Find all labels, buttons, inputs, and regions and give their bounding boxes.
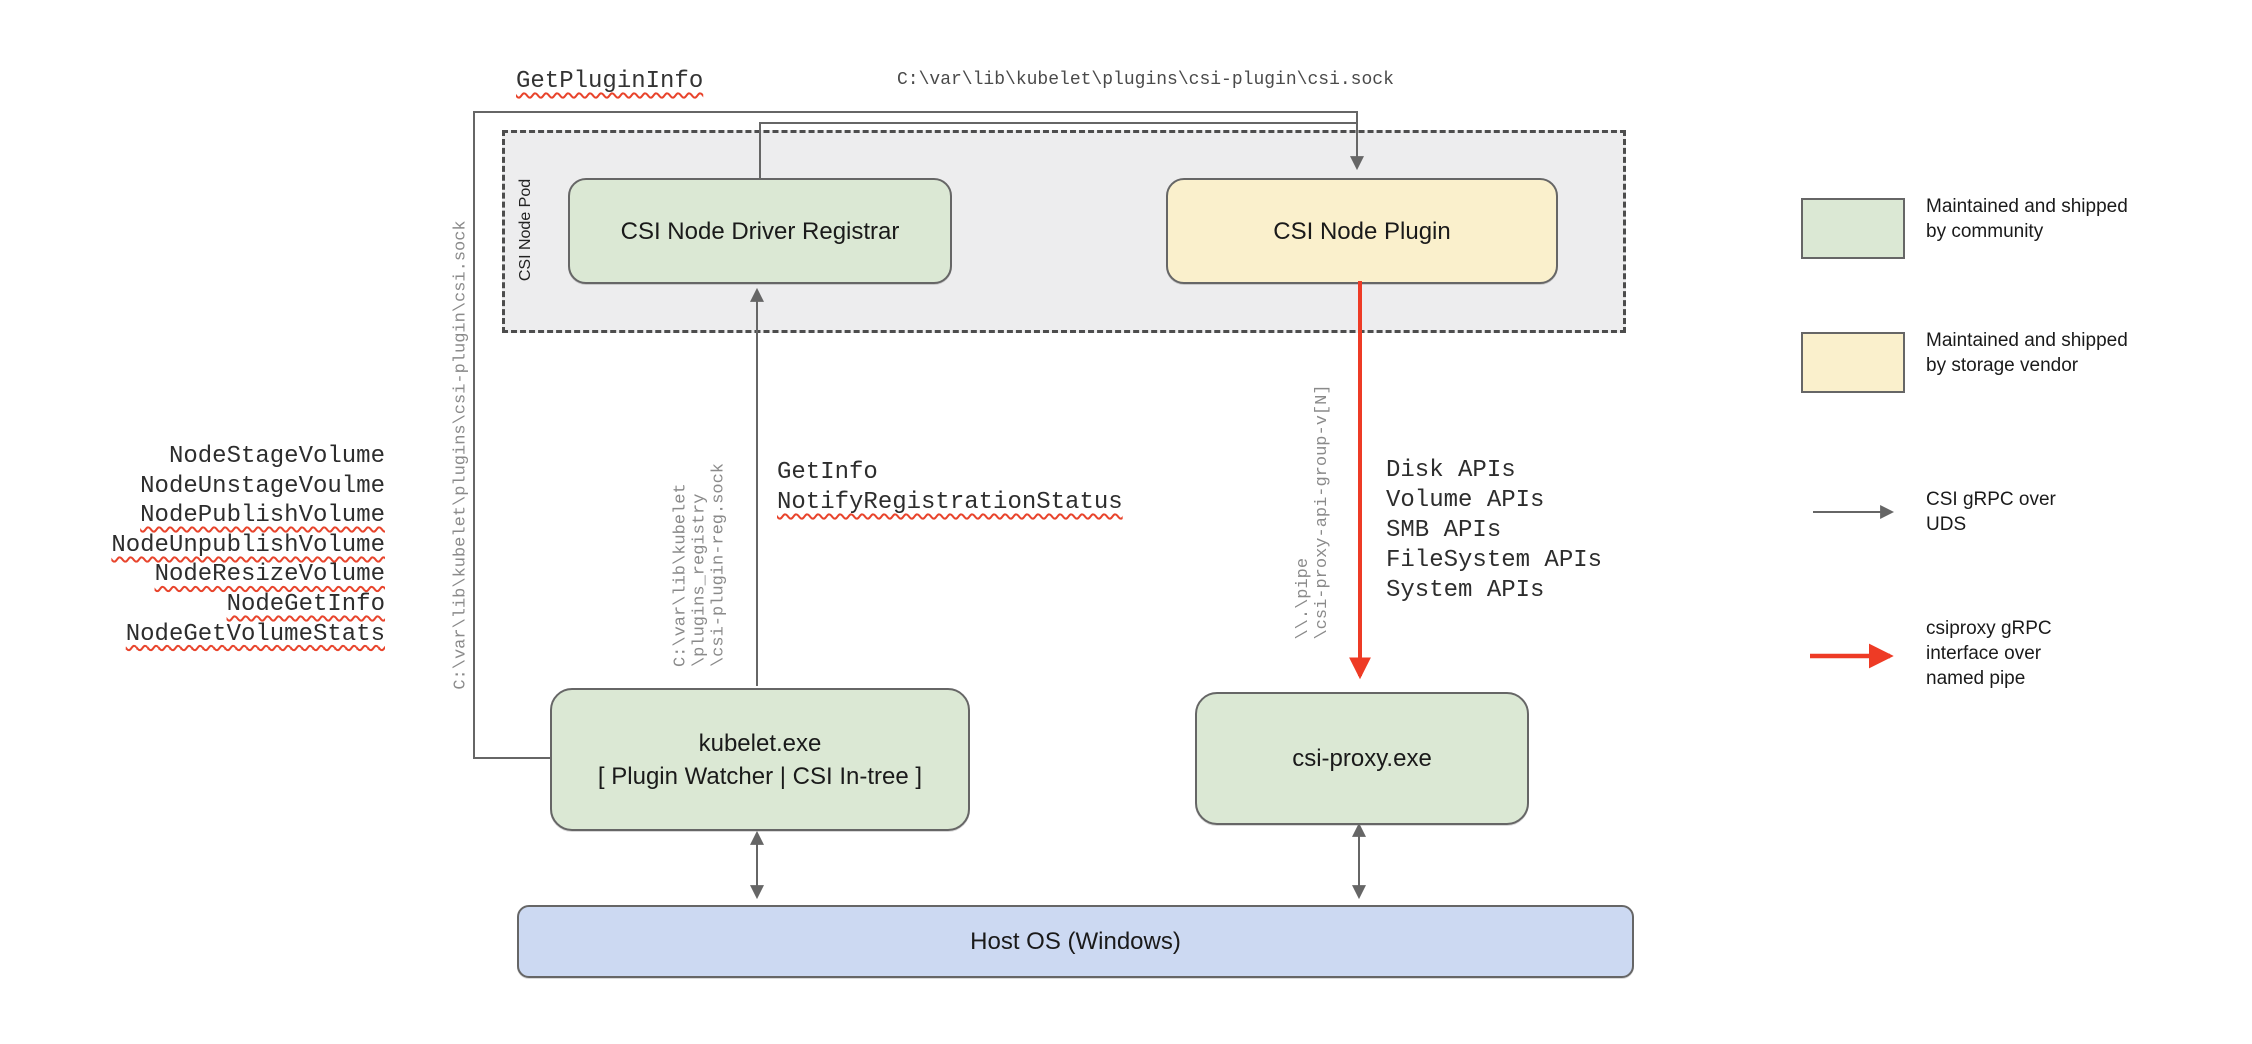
left-csi-sock-path-vertical-label: C:\var\lib\kubelet\plugins\csi-plugin\cs… bbox=[451, 220, 471, 690]
method-node-unpublish-volume: NodeUnpublishVolume bbox=[111, 531, 385, 559]
api-disk: Disk APIs bbox=[1386, 457, 1516, 484]
csi-node-driver-registrar-label: CSI Node Driver Registrar bbox=[620, 217, 900, 245]
csi-node-driver-registrar-box: CSI Node Driver Registrar bbox=[568, 178, 952, 284]
legend-community-swatch bbox=[1801, 198, 1905, 259]
plugin-registry-sock-vertical-label: C:\var\lib\kubelet \plugins_registry \cs… bbox=[671, 462, 729, 668]
api-filesystem: FileSystem APIs bbox=[1386, 547, 1603, 574]
kubelet-label-line2: [ Plugin Watcher | CSI In-tree ] bbox=[597, 762, 923, 790]
get-info-label: GetInfo bbox=[777, 459, 878, 486]
csi-proxy-label: csi-proxy.exe bbox=[1292, 745, 1432, 772]
api-volume: Volume APIs bbox=[1386, 487, 1545, 514]
kubelet-box: kubelet.exe [ Plugin Watcher | CSI In-tr… bbox=[550, 688, 970, 831]
connector-registrar-to-plugin bbox=[759, 122, 1356, 179]
method-node-unstage-volume: NodeUnstageVoulme bbox=[140, 472, 385, 500]
host-os-box: Host OS (Windows) bbox=[517, 905, 1634, 978]
legend-community-label: Maintained and shipped by community bbox=[1926, 196, 2128, 242]
notify-registration-status-label: NotifyRegistrationStatus bbox=[777, 489, 1123, 516]
top-csi-sock-path-label: C:\var\lib\kubelet\plugins\csi-plugin\cs… bbox=[897, 70, 1394, 90]
csi-proxy-box: csi-proxy.exe bbox=[1195, 692, 1529, 825]
csi-node-plugin-label: CSI Node Plugin bbox=[1273, 217, 1451, 245]
csi-node-pod-label: CSI Node Pod bbox=[517, 178, 534, 282]
api-smb: SMB APIs bbox=[1386, 517, 1502, 544]
legend-namedpipe-label: csiproxy gRPC interface over named pipe bbox=[1926, 618, 2052, 689]
api-system: System APIs bbox=[1386, 577, 1545, 604]
host-os-label: Host OS (Windows) bbox=[970, 928, 1181, 955]
named-pipe-vertical-label: \\.\pipe \csi-proxy-api-group-v[N] bbox=[1294, 384, 1332, 640]
get-plugin-info-label: GetPluginInfo bbox=[516, 68, 704, 95]
connector-getplugininfo-kubelet-to-plugin bbox=[473, 111, 1364, 759]
legend-vendor-swatch bbox=[1801, 332, 1905, 393]
method-node-get-info: NodeGetInfo bbox=[226, 590, 385, 618]
method-node-resize-volume: NodeResizeVolume bbox=[154, 561, 385, 589]
method-node-publish-volume: NodePublishVolume bbox=[140, 502, 385, 530]
csi-node-plugin-box: CSI Node Plugin bbox=[1166, 178, 1558, 284]
method-node-stage-volume: NodeStageVolume bbox=[168, 443, 385, 470]
kubelet-label-line1: kubelet.exe bbox=[698, 729, 822, 757]
legend-vendor-label: Maintained and shipped by storage vendor bbox=[1926, 330, 2128, 376]
method-node-get-volume-stats: NodeGetVolumeStats bbox=[125, 620, 385, 648]
csi-node-methods-list: NodeStageVolume NodeUnstageVoulme NodePu… bbox=[60, 442, 385, 649]
legend-uds-label: CSI gRPC over UDS bbox=[1926, 489, 2056, 535]
csi-proxy-api-list: Disk APIs Volume APIs SMB APIs FileSyste… bbox=[1386, 456, 1602, 606]
